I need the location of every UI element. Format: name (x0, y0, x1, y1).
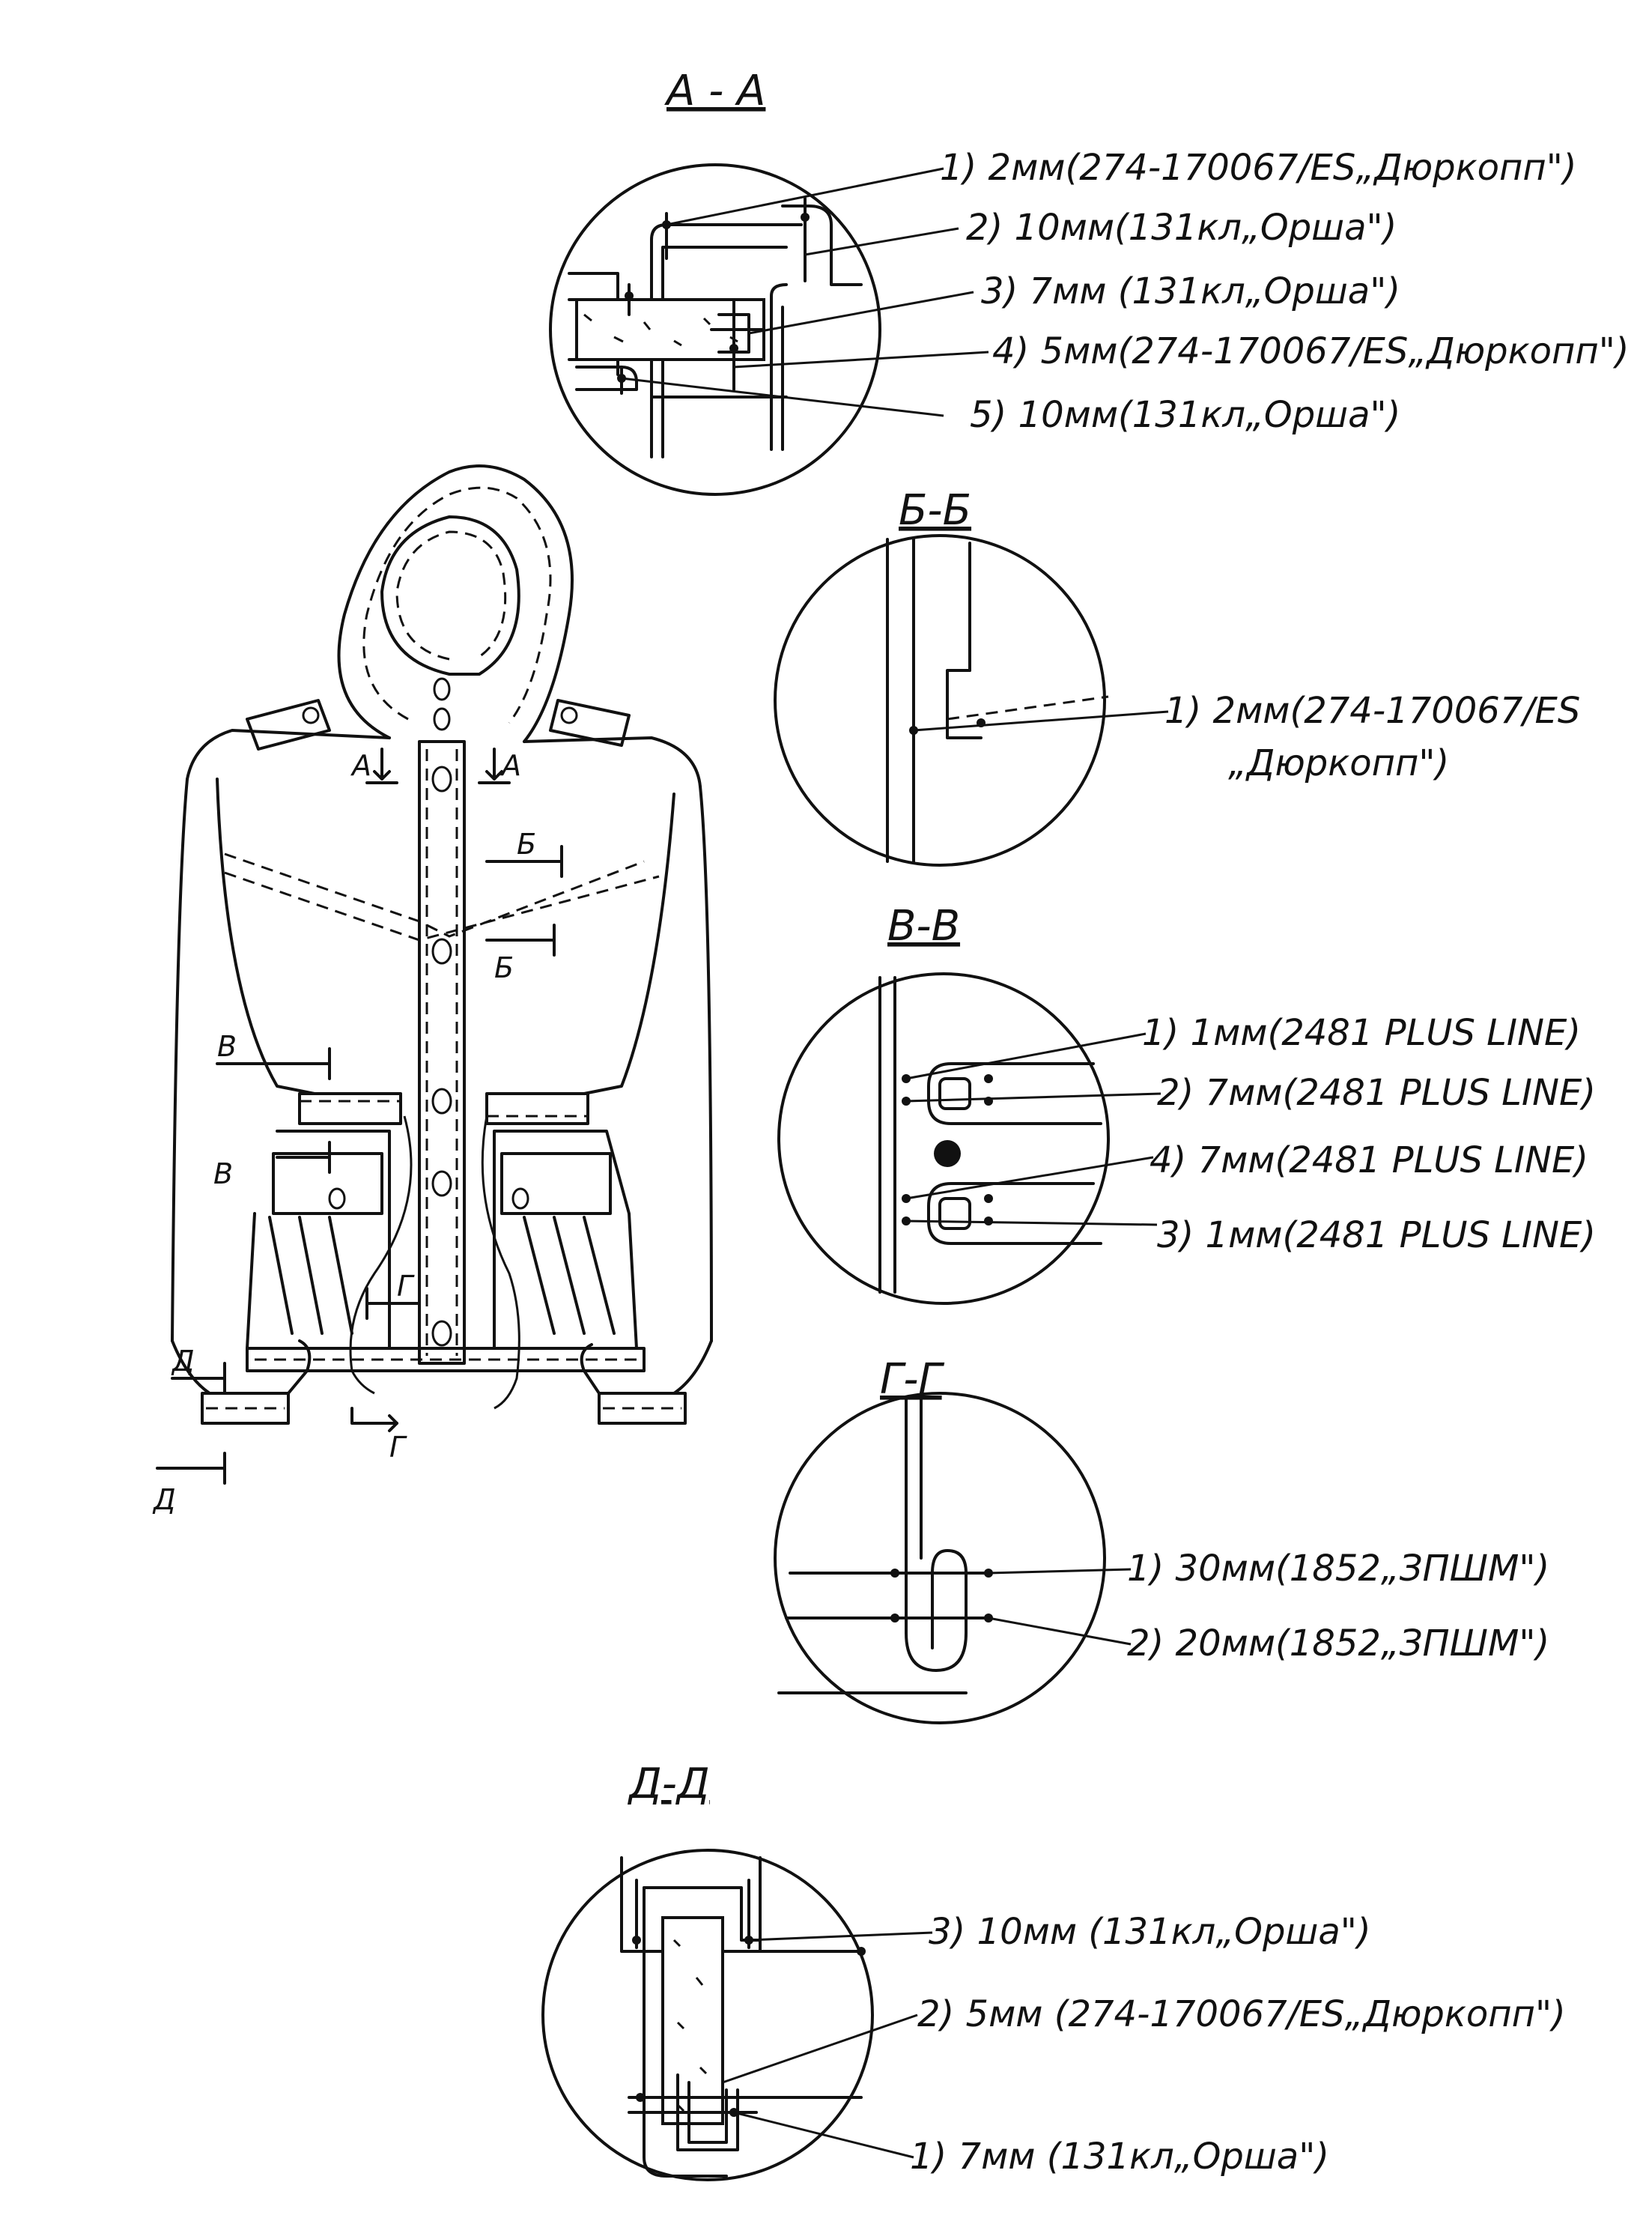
button (431, 1320, 452, 1347)
jacket-body-left-side (171, 778, 189, 1342)
dd-callout-1: 1) 7мм (131кл„Орша") (910, 2136, 1329, 2178)
aa-callout-1: 1) 2мм(274-170067/ES„Дюркопп") (940, 147, 1577, 189)
button (431, 1088, 452, 1115)
vv-callout-2: 2) 7мм(2481 PLUS LINE) (1157, 1072, 1596, 1114)
svg-text:В: В (213, 1157, 233, 1190)
aa-callout-4: 4) 5мм(274-170067/ES„Дюркопп") (992, 330, 1630, 372)
button (433, 707, 451, 731)
section-aa-title: A - A (664, 67, 765, 115)
svg-text:А: А (499, 749, 521, 782)
dd-padding-layer (661, 1916, 724, 2125)
section-marker-g: Г Г (350, 1270, 421, 1464)
section-dd: Д-Д 3) 10мм (131кл„Орша") 2) 5мм (274-17… (541, 1760, 1566, 2181)
vv-callout-4: 4) 7мм(2481 PLUS LINE) (1150, 1139, 1588, 1181)
cuff-left (201, 1392, 290, 1425)
pocket-right (493, 1130, 638, 1350)
section-gg-circle (774, 1392, 1106, 1724)
section-dd-title: Д-Д (627, 1760, 710, 1808)
section-bb-title: Б-Б (899, 486, 971, 535)
pocket-flap-right (500, 1152, 612, 1215)
svg-text:А: А (350, 749, 371, 782)
section-gg: Г-Г 1) 30мм(1852„ЗПШМ") 2) 20мм(1852„ЗПШ… (774, 1355, 1549, 1724)
epaulette-right (549, 699, 631, 747)
jacket-hem (246, 1347, 646, 1372)
shoulder-left (186, 729, 391, 781)
cuff-right (598, 1392, 687, 1425)
button (431, 766, 452, 793)
jacket-body-right-side (699, 785, 713, 1342)
svg-text:Г: Г (397, 1270, 415, 1303)
aa-callout-5: 5) 10мм(131кл„Орша") (970, 394, 1400, 436)
section-dd-circle (541, 1849, 874, 2181)
section-aa-circle (549, 163, 881, 496)
svg-text:Б: Б (494, 951, 514, 984)
svg-text:Д: Д (152, 1483, 176, 1516)
svg-text:В: В (217, 1030, 237, 1063)
button (431, 1170, 452, 1197)
yoke-seam (224, 852, 645, 938)
section-marker-v: В В (213, 1030, 331, 1190)
gg-callout-2: 2) 20мм(1852„ЗПШМ") (1127, 1623, 1549, 1664)
jacket-drawing: А А Б Б В В Г Г (152, 464, 713, 1516)
section-bb: Б-Б 1) 2мм(274-170067/ES „Дюркопп") (774, 486, 1580, 867)
section-marker-d: Д Д (152, 1345, 226, 1516)
front-placket (418, 740, 466, 1365)
section-bb-circle (774, 534, 1106, 867)
bb-callout-1b: „Дюркопп") (1228, 742, 1449, 784)
button (433, 677, 451, 701)
section-aa: A - A 1) 2мм(274-170067/ES„Дюркопп") (549, 67, 1630, 496)
waistband-left (298, 1092, 402, 1125)
section-marker-b: Б Б (485, 828, 563, 984)
epaulette-left (246, 699, 331, 751)
drawcord-right (481, 1115, 520, 1410)
gg-callout-1: 1) 30мм(1852„ЗПШМ") (1127, 1548, 1549, 1590)
vv-grommet (934, 1140, 961, 1167)
section-vv-title: В-В (887, 902, 960, 951)
shoulder-right (523, 736, 702, 788)
section-vv-circle (777, 972, 1110, 1305)
bb-callout-1: 1) 2мм(274-170067/ES (1164, 690, 1580, 732)
aa-callout-3: 3) 7мм (131кл„Орша") (981, 270, 1400, 312)
svg-text:Г: Г (389, 1431, 407, 1464)
section-vv: В-В 1) 1мм(2481 PLUS LINE) 2) 7мм(2481 P… (777, 902, 1596, 1305)
dd-callout-3: 3) 10мм (131кл„Орша") (929, 1911, 1371, 1953)
waistband-right (485, 1092, 589, 1125)
svg-text:Д: Д (171, 1345, 195, 1378)
hood-face-opening (380, 515, 520, 676)
dd-callout-2: 2) 5мм (274-170067/ES„Дюркопп") (917, 1993, 1566, 2035)
vv-callout-3: 3) 1мм(2481 PLUS LINE) (1157, 1214, 1596, 1256)
pocket-flap-left (272, 1152, 383, 1215)
section-marker-a: А А (350, 748, 521, 784)
vv-callout-1: 1) 1мм(2481 PLUS LINE) (1142, 1012, 1581, 1054)
button (431, 938, 452, 965)
hood-outline (337, 464, 574, 743)
svg-text:Б: Б (517, 828, 536, 861)
aa-callout-2: 2) 10мм(131кл„Орша") (966, 207, 1397, 249)
